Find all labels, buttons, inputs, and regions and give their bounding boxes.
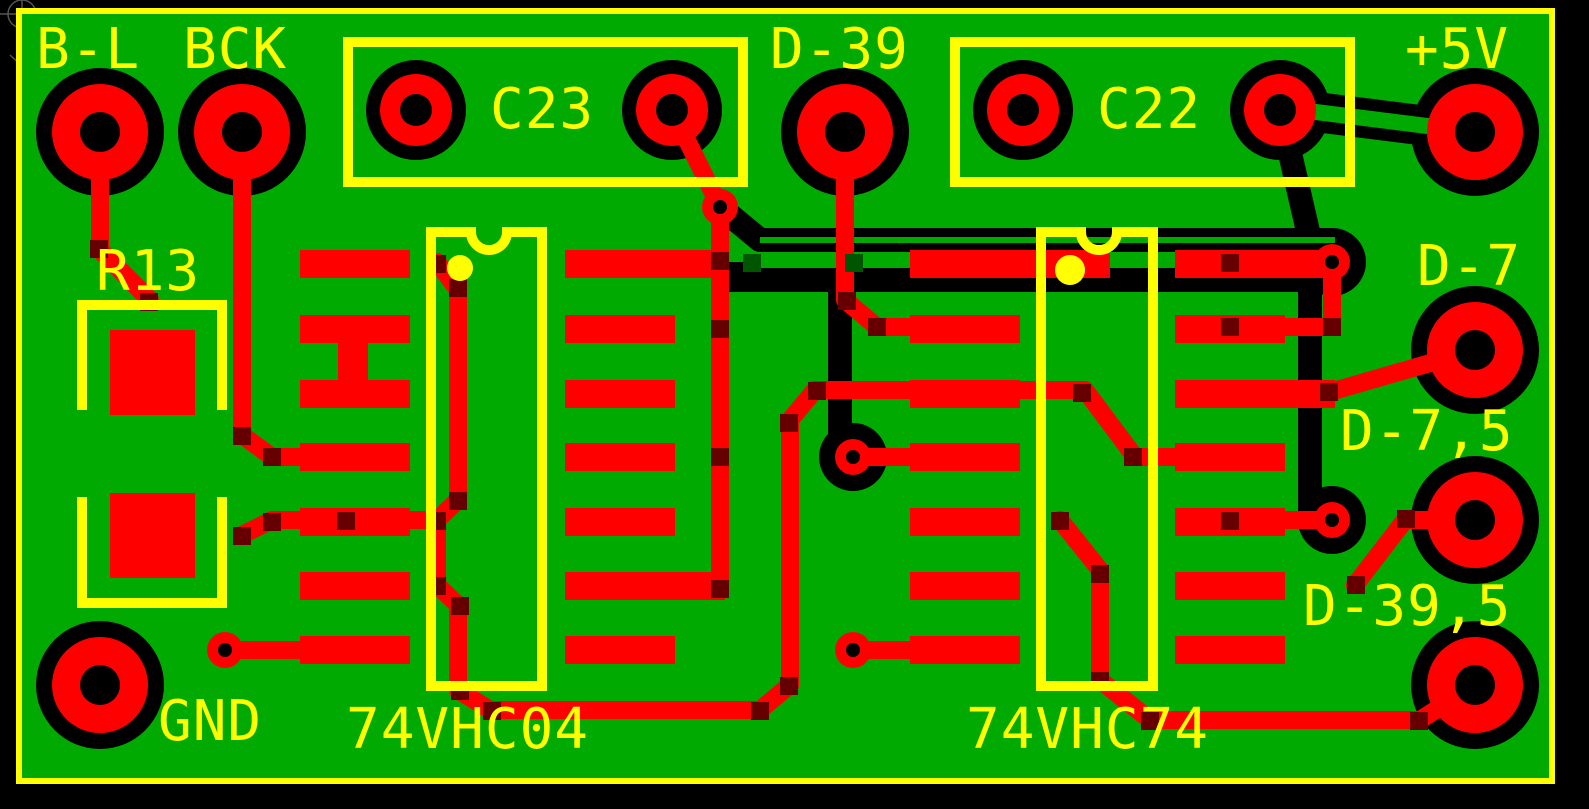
thermal-reliefs [38,62,1071,747]
label-r13: R13 [96,239,200,304]
u2-outline [1036,227,1158,691]
trace-vertex-markers [90,240,1428,730]
pad-5v [1427,84,1523,180]
through-hole-pads [52,74,1523,733]
label-c23: C23 [490,77,594,142]
r13-bottom-bracket [77,497,227,608]
pad-b-l [52,84,148,180]
label-5v: +5V [1405,17,1509,82]
label-d7: D-7 [1417,234,1521,299]
label-b-l: B-L [36,17,140,82]
u1-outline [426,227,547,691]
label-d39: D-39 [770,17,909,82]
pad-d7 [1427,302,1523,398]
c22-outline [950,37,1355,187]
label-d75: D-7,5 [1340,399,1514,464]
pad-d395 [1427,637,1523,733]
label-bck: BCK [183,17,287,82]
label-u2: 74VHC74 [966,697,1209,762]
pad-c22-1 [987,74,1059,146]
pad-bck [194,84,290,180]
pad-c23-1 [380,74,452,146]
label-d395: D-39,5 [1303,574,1511,639]
vias [207,189,1350,668]
silkscreen [77,37,1355,691]
label-c22: C22 [1097,77,1201,142]
pad-d39 [797,84,893,180]
green-markers [743,254,863,272]
label-gnd: GND [158,689,262,754]
pad-gnd [52,637,148,733]
label-u1: 74VHC04 [346,697,589,762]
pad-c22-2 [1244,74,1316,146]
r13-top-bracket [77,300,227,410]
pad-c23-2 [636,74,708,146]
c23-outline [343,37,748,187]
pad-d75 [1427,472,1523,568]
pin1-markers [447,255,1085,285]
